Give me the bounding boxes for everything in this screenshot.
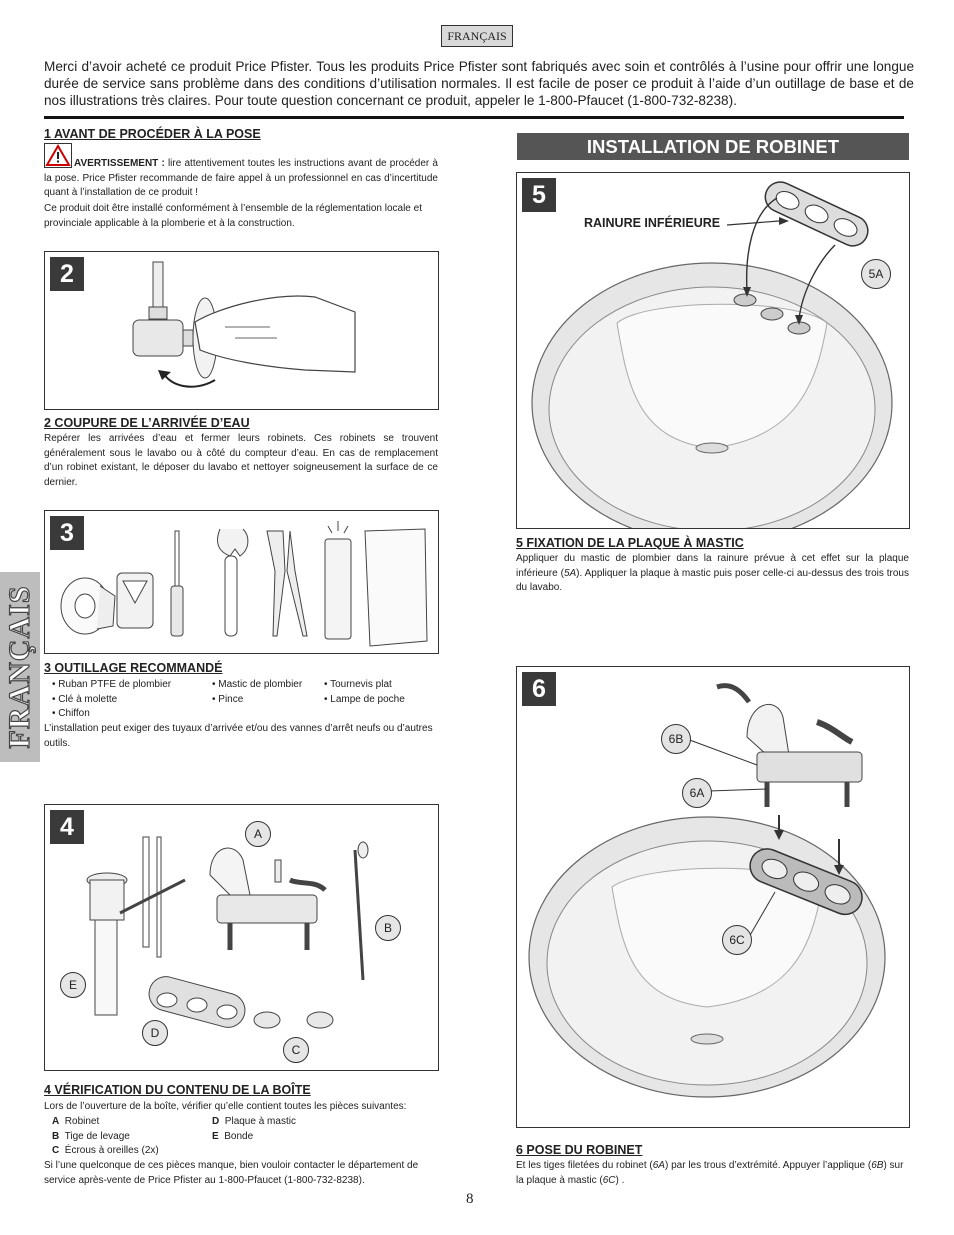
callout-c: C <box>283 1037 309 1063</box>
section6-body: Et les tiges filetées du robinet (6A) pa… <box>516 1160 904 1186</box>
tools-column-1: • Ruban PTFE de plombier • Clé à molette… <box>52 678 212 722</box>
callout-6c: 6C <box>722 925 752 955</box>
warning-text: lire attentivement toutes les instructio… <box>44 158 438 198</box>
list-item: • Mastic de plombier <box>212 679 303 690</box>
list-item: • Tournevis plat <box>324 679 392 690</box>
section6-title: 6 POSE DU ROBINET <box>516 1143 643 1157</box>
tools-column-3: • Tournevis plat • Lampe de poche <box>324 678 434 722</box>
callout-6a: 6A <box>682 778 712 808</box>
side-language-tab: FRANÇAIS <box>0 572 40 762</box>
faucet-installation-illustration <box>528 683 886 1098</box>
box-contents-illustration <box>86 836 369 1029</box>
section2-body: Repérer les arrivées d’eau et fermer leu… <box>44 433 438 488</box>
section3-title: 3 OUTILLAGE RECOMMANDÉ <box>44 661 223 675</box>
figure-6: 6 6B 6A 6C <box>516 666 910 1128</box>
list-item: A Robinet <box>52 1116 100 1127</box>
list-item: B Tige de levage <box>52 1130 130 1142</box>
callout-d: D <box>142 1020 168 1046</box>
section5-body: Appliquer du mastic de plombier dans la … <box>516 553 909 593</box>
callout-5a: 5A <box>861 259 891 289</box>
section3-note: L’installation peut exiger des tuyaux d’… <box>44 723 433 749</box>
step-number-4: 4 <box>50 810 84 844</box>
figure-5: 5 RAINURE INFÉRIEURE 5A <box>516 172 910 529</box>
figure-2: 2 <box>44 251 439 410</box>
step-number-2: 2 <box>50 257 84 291</box>
tools-list: • Ruban PTFE de plombier • Clé à molette… <box>52 678 438 722</box>
section4-intro: Lors de l’ouverture de la boîte, vérifie… <box>44 1101 407 1112</box>
list-item: • Chiffon <box>52 708 90 719</box>
side-tab-label: FRANÇAIS <box>2 585 36 749</box>
list-item: D Plaque à mastic <box>212 1116 296 1127</box>
language-badge: FRANÇAIS <box>441 25 513 47</box>
warning-label: AVERTISSEMENT : <box>74 158 165 169</box>
tools-illustration <box>60 521 428 647</box>
step-number-6: 6 <box>522 672 556 706</box>
parts-column-right: D Plaque à mastic E Bonde <box>212 1115 412 1159</box>
list-item: • Clé à molette <box>52 693 118 705</box>
section4-title: 4 VÉRIFICATION DU CONTENU DE LA BOÎTE <box>44 1083 311 1097</box>
callout-a: A <box>245 821 271 847</box>
shutoff-valve-illustration <box>132 261 356 388</box>
callout-6b: 6B <box>661 724 691 754</box>
parts-list: A Robinet B Tige de levage C Écrous à or… <box>52 1115 438 1159</box>
figure-3: 3 <box>44 510 439 654</box>
callout-b: B <box>375 915 401 941</box>
section1-title: 1 AVANT DE PROCÉDER À LA POSE <box>44 127 261 141</box>
callout-e: E <box>60 972 86 998</box>
installation-banner: INSTALLATION DE ROBINET <box>517 133 909 160</box>
list-item: • Pince <box>212 693 244 705</box>
list-item: E Bonde <box>212 1130 254 1142</box>
figure-4: 4 A B C D E <box>44 804 439 1071</box>
list-item: • Lampe de poche <box>324 693 405 705</box>
parts-column-left: A Robinet B Tige de levage C Écrous à or… <box>52 1115 212 1159</box>
tools-column-2: • Mastic de plombier • Pince <box>212 678 324 722</box>
header-divider <box>44 116 904 119</box>
sink-plate-illustration <box>531 181 893 528</box>
warning-icon <box>44 143 72 168</box>
step-number-3: 3 <box>50 516 84 550</box>
section1-warning: AVERTISSEMENT : lire attentivement toute… <box>44 157 438 201</box>
intro-paragraph: Merci d’avoir acheté ce produit Price Pf… <box>44 59 914 108</box>
lower-groove-label: RAINURE INFÉRIEURE <box>584 216 721 230</box>
section5-title: 5 FIXATION DE LA PLAQUE À MASTIC <box>516 536 744 550</box>
list-item: C Écrous à oreilles (2x) <box>52 1145 159 1156</box>
section4-footer: Si l’une quelconque de ces pièces manque… <box>44 1160 419 1186</box>
page-number: 8 <box>466 1191 474 1207</box>
section1-body: Ce produit doit être installé conforméme… <box>44 203 422 229</box>
section2-title: 2 COUPURE DE L’ARRIVÉE D’EAU <box>44 416 250 430</box>
list-item: • Ruban PTFE de plombier <box>52 679 172 690</box>
step-number-5: 5 <box>522 178 556 212</box>
